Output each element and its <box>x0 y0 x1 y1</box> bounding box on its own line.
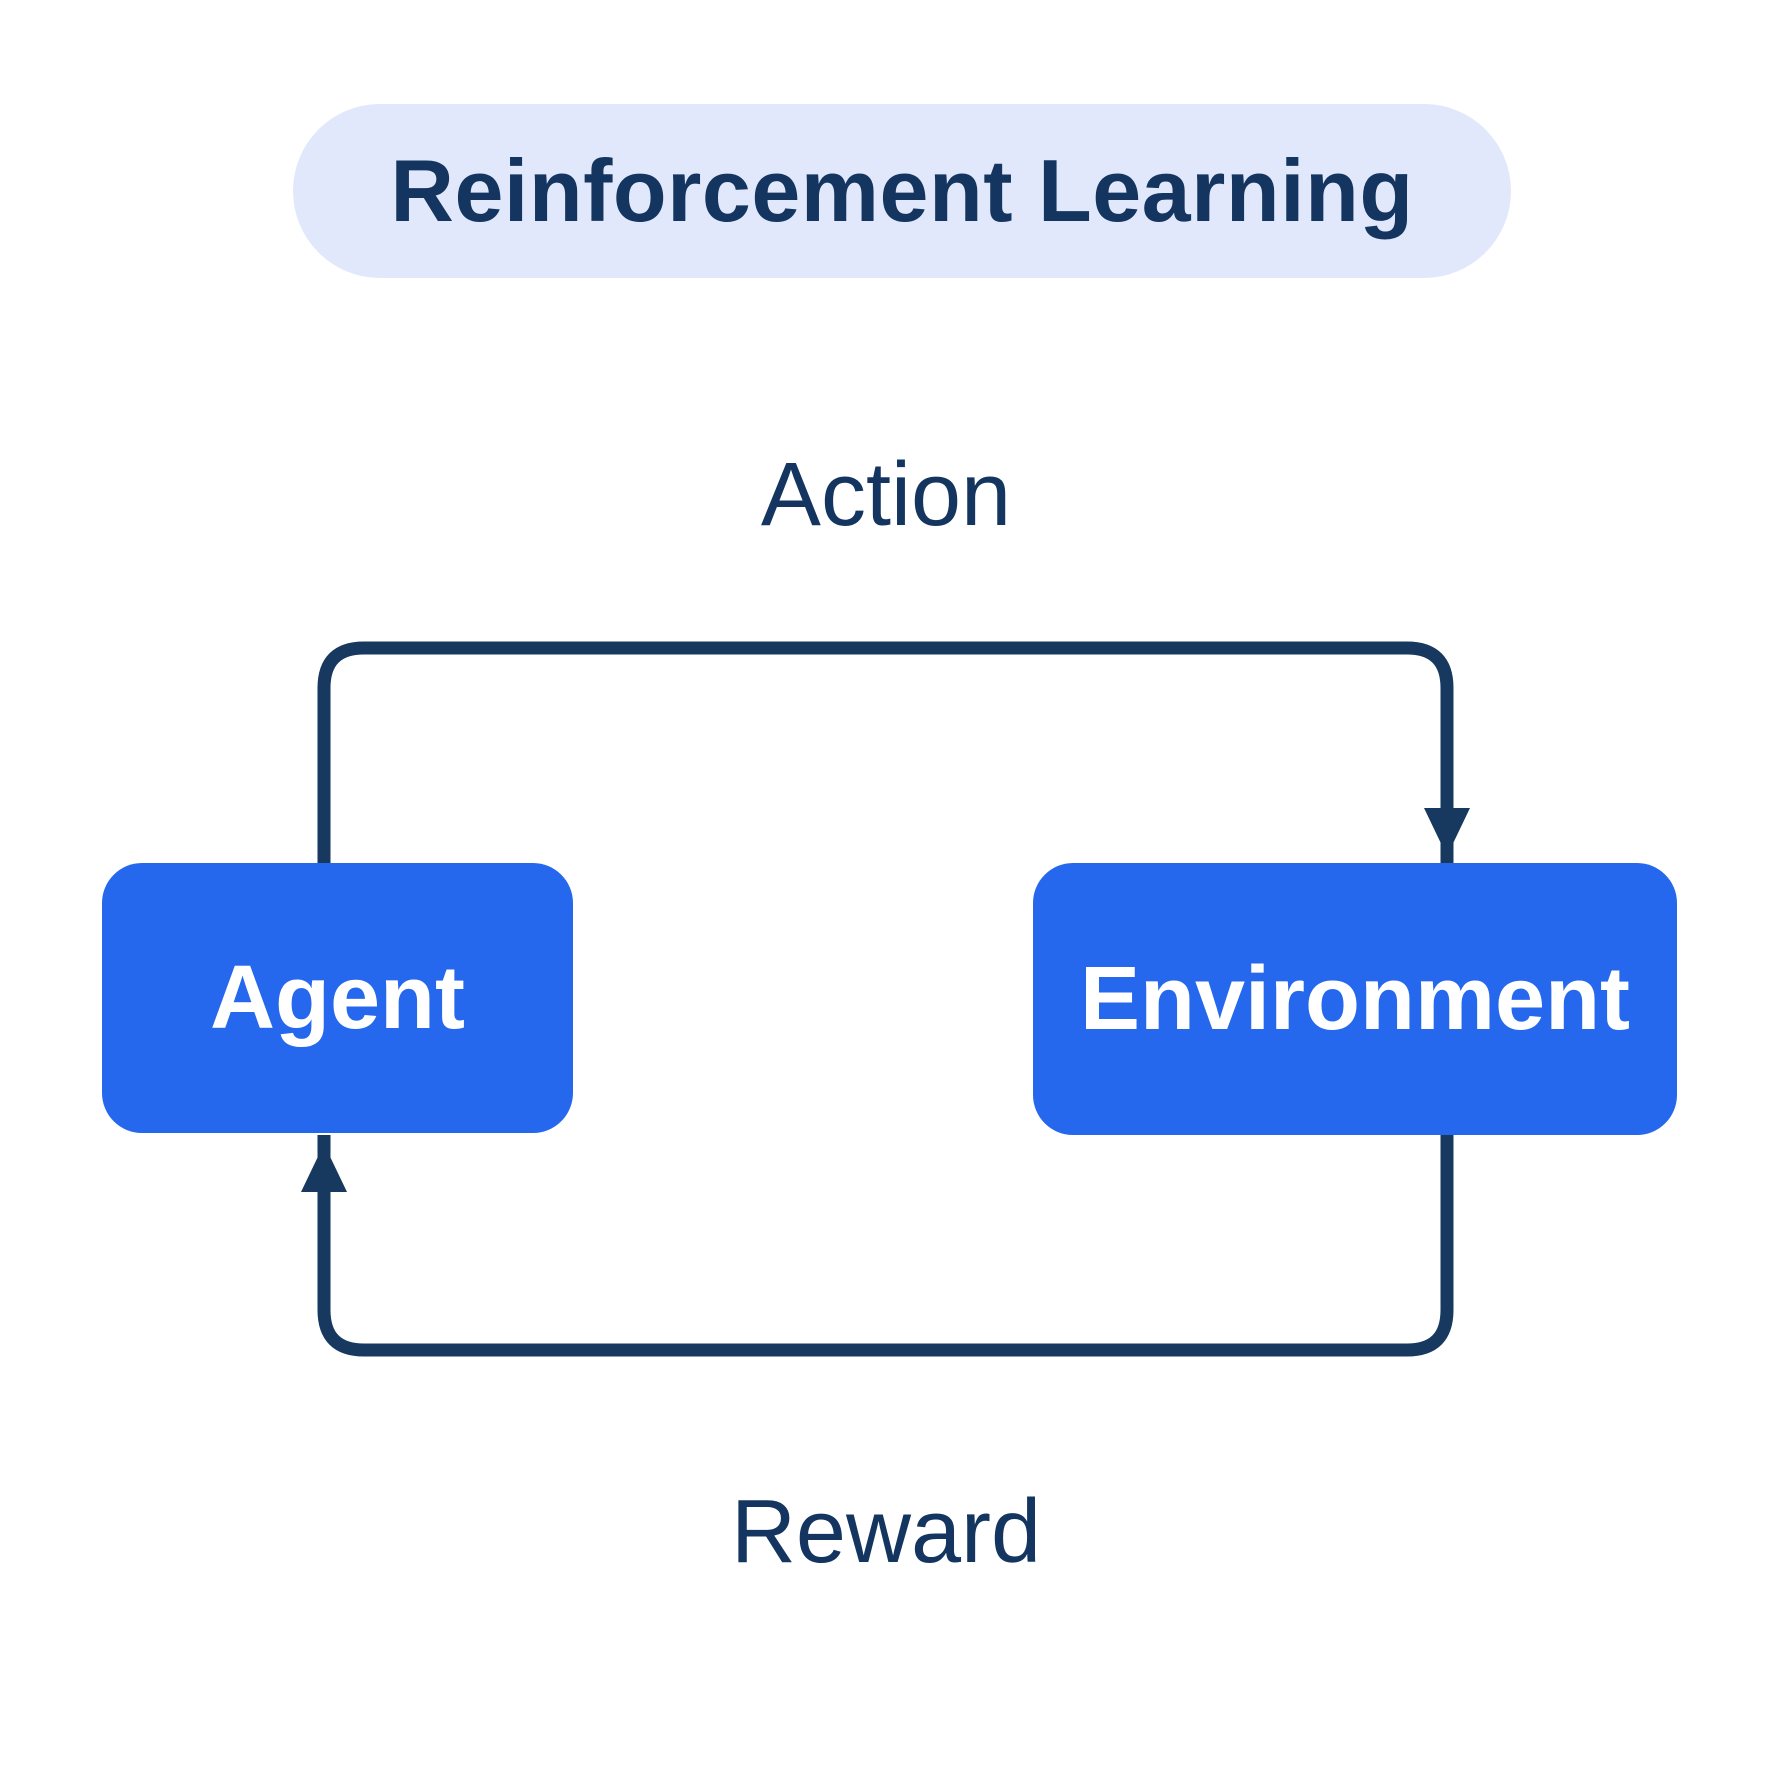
reward-arrowhead-up-icon <box>301 1144 347 1192</box>
agent-node: Agent <box>102 863 573 1133</box>
agent-node-label: Agent <box>210 947 465 1048</box>
title-pill: Reinforcement Learning <box>293 104 1511 278</box>
action-arrowhead-down-icon <box>1424 808 1470 856</box>
reward-arrow-path <box>317 1132 1454 1357</box>
reward-edge-label: Reward <box>730 1482 1042 1582</box>
environment-node-label: Environment <box>1079 948 1631 1049</box>
action-arrow-path <box>317 641 1454 866</box>
action-edge-label: Action <box>760 445 1012 545</box>
diagram-title: Reinforcement Learning <box>390 141 1414 240</box>
environment-node: Environment <box>1033 863 1677 1135</box>
